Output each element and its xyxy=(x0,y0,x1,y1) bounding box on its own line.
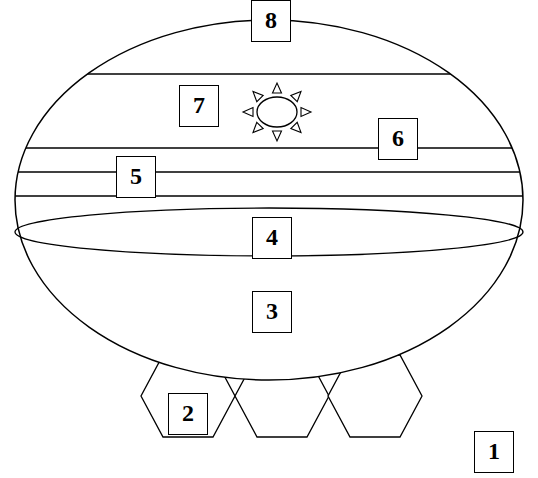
callout-number: 3 xyxy=(252,291,292,333)
band-line xyxy=(0,73,538,74)
callout-number: 8 xyxy=(251,0,291,42)
sun-ray xyxy=(253,122,263,132)
callout-number: 2 xyxy=(168,393,208,435)
callout-number: 7 xyxy=(179,85,219,127)
band-lines xyxy=(0,74,538,196)
callout-number: 5 xyxy=(116,156,156,198)
sun-ray xyxy=(273,83,282,93)
sun-ray xyxy=(291,92,301,102)
callout-number: 1 xyxy=(474,431,514,473)
sun-ray xyxy=(273,131,282,141)
band-line xyxy=(0,147,538,148)
band-line xyxy=(0,171,538,172)
callout-number: 4 xyxy=(252,217,292,259)
sun-ray xyxy=(253,92,263,102)
sun-ray xyxy=(243,108,253,117)
sun-symbol xyxy=(243,83,311,141)
sun-ray xyxy=(291,122,301,132)
sun-ray xyxy=(301,108,311,117)
sun-disc xyxy=(257,97,297,127)
callout-number: 6 xyxy=(378,118,418,160)
band-line xyxy=(0,195,538,196)
